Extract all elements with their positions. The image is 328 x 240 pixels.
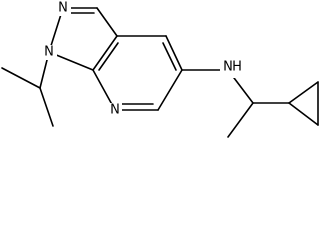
bond-cyclopropyl-b	[288, 102, 319, 126]
bond-ch-me2	[39, 87, 54, 127]
bond-c5-c6	[157, 69, 183, 111]
bond-c4-c5-double	[162, 42, 177, 71]
atom-nh-h-label: H	[232, 60, 242, 75]
atom-nh: N H	[220, 60, 242, 78]
bond-c4-c5	[165, 35, 183, 71]
atom-n2: N	[56, 1, 71, 16]
atom-n1-label: N	[44, 45, 54, 60]
bond-c3a-c3	[96, 7, 118, 37]
atom-n7: N	[107, 103, 122, 118]
atom-n1: N	[42, 45, 57, 60]
molecule-structure: N N N N H	[1, 1, 319, 138]
atom-nh-n-label: N	[223, 60, 233, 75]
bond-c7a-c3a	[92, 35, 118, 71]
bond-ch-me1	[1, 67, 41, 89]
atom-n7-label: N	[110, 103, 120, 118]
bond-ch-ch3	[227, 102, 254, 138]
bond-cyclopropyl-a	[288, 81, 319, 104]
atom-n2-label: N	[58, 1, 68, 16]
bond-c7a-c3a-double	[98, 42, 119, 71]
